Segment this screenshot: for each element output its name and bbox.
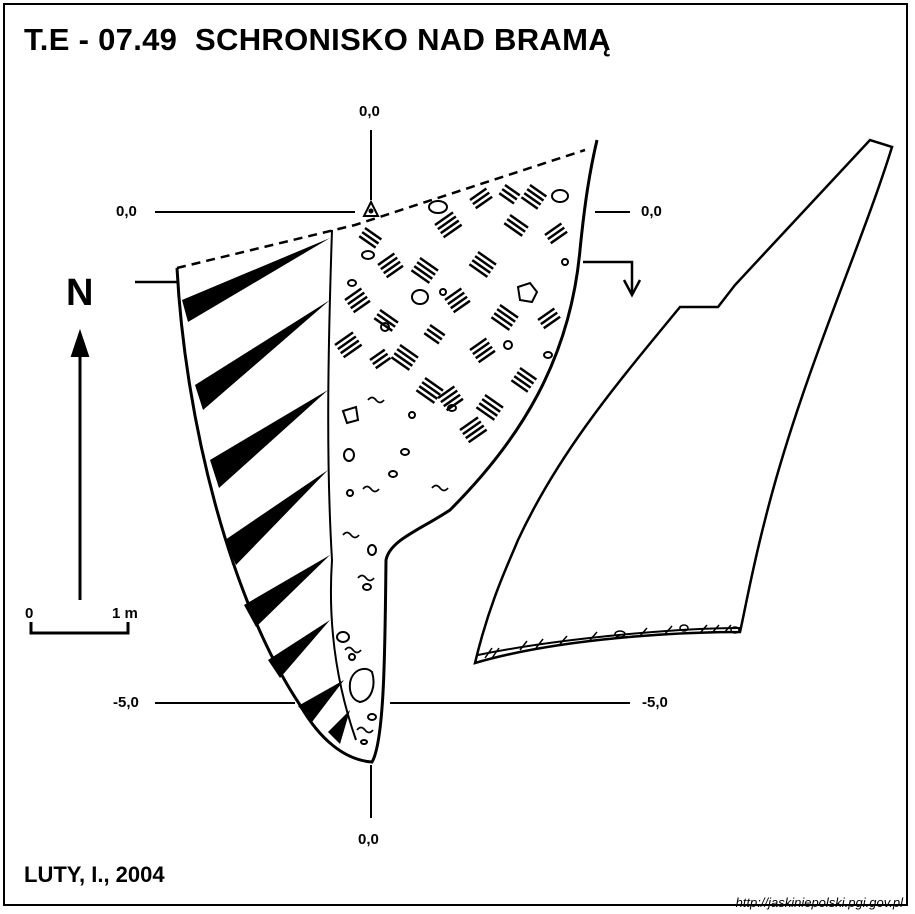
hatch-blocks [334, 183, 568, 444]
arrow-down-icon [622, 279, 642, 298]
cross-section-floor [477, 627, 741, 656]
datum-label-top: 0,0 [359, 103, 380, 120]
sheet-border [3, 3, 908, 906]
map-title: T.E - 07.49 SCHRONISKO NAD BRAMĄ [24, 22, 611, 58]
source-link[interactable]: http://jaskiniepolski.pgi.gov.pl [735, 895, 903, 910]
author-credit: LUTY, I., 2004 [24, 862, 165, 887]
rock-wedges [182, 238, 350, 744]
datum-label-left: 0,0 [116, 203, 137, 220]
north-label: N [66, 272, 94, 314]
cave-code: T.E - 07.49 [24, 22, 178, 57]
clay-symbols [342, 396, 449, 734]
cross-section-outline [473, 138, 894, 665]
entrance-line [176, 148, 586, 270]
cave-name: SCHRONISKO NAD BRAMĄ [195, 22, 611, 57]
datum-label-bottom: 0,0 [358, 831, 379, 848]
arrow-up-icon [70, 328, 90, 357]
sediment-boundary [327, 229, 357, 741]
scale-end-label: 1 m [112, 605, 138, 622]
scale-start-label: 0 [25, 605, 34, 622]
datum-label-left-bottom: -5,0 [113, 694, 139, 711]
rock-clasts [336, 189, 569, 745]
datum-label-right: 0,0 [641, 203, 662, 220]
section-line [583, 260, 634, 292]
section-sediment [484, 624, 740, 659]
triangle-icon [362, 199, 380, 217]
station-point [368, 208, 374, 214]
datum-label-right-bottom: -5,0 [642, 694, 668, 711]
cave-plan-outline [175, 139, 599, 764]
scale-bar [29, 622, 130, 635]
